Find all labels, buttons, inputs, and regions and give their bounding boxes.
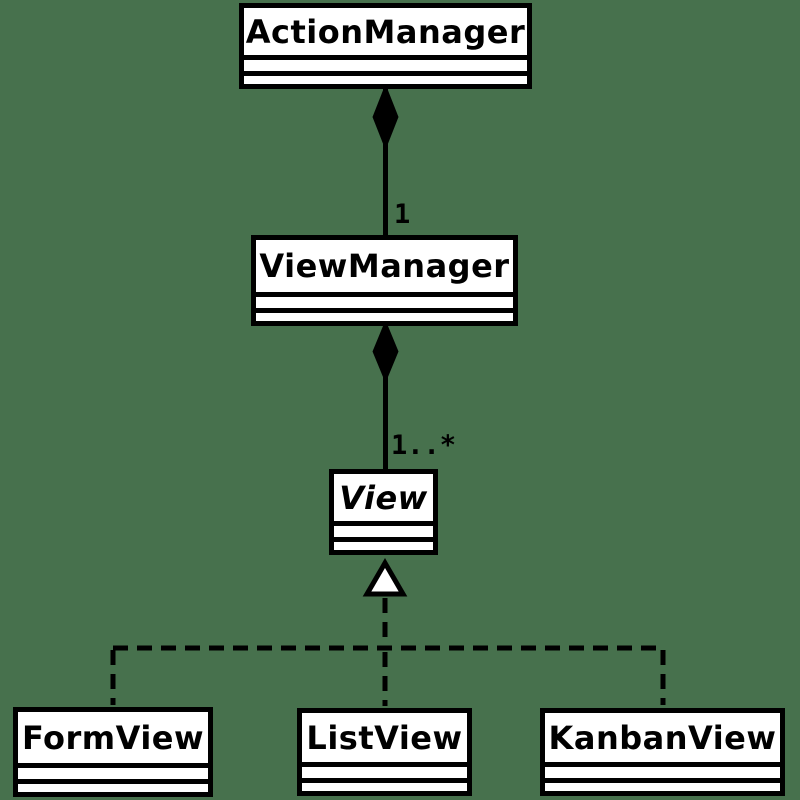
attributes-compartment [545,762,780,778]
class-box-kanbanview: KanbanView [540,708,785,796]
inheritance-triangle-icon [362,558,408,597]
multiplicity-label: 1 [394,199,411,230]
methods-compartment [256,308,513,321]
class-name-label: ViewManager [259,247,510,285]
attributes-compartment [256,292,513,308]
methods-compartment [545,778,780,791]
class-box-viewmanager: ViewManager [251,235,518,326]
attributes-compartment [334,521,433,537]
class-name-label: ActionManager [245,12,526,51]
attributes-compartment [18,763,208,779]
class-box-listview: ListView [297,708,472,796]
multiplicity-label: 1..* [391,430,457,461]
class-name-label: View [339,478,428,517]
class-name-label: ListView [306,718,463,757]
class-box-view: View [329,469,438,555]
composition-diamond-icon [372,84,399,150]
attributes-compartment [244,55,527,71]
attributes-compartment [302,762,467,778]
class-name-label: KanbanView [548,718,777,757]
methods-compartment [18,779,208,792]
class-name-label: FormView [21,718,205,757]
methods-compartment [302,778,467,791]
methods-compartment [334,537,433,550]
composition-diamond-icon [372,320,399,383]
class-box-actionmanager: ActionManager [239,3,532,89]
class-box-formview: FormView [13,707,213,797]
methods-compartment [244,71,527,84]
